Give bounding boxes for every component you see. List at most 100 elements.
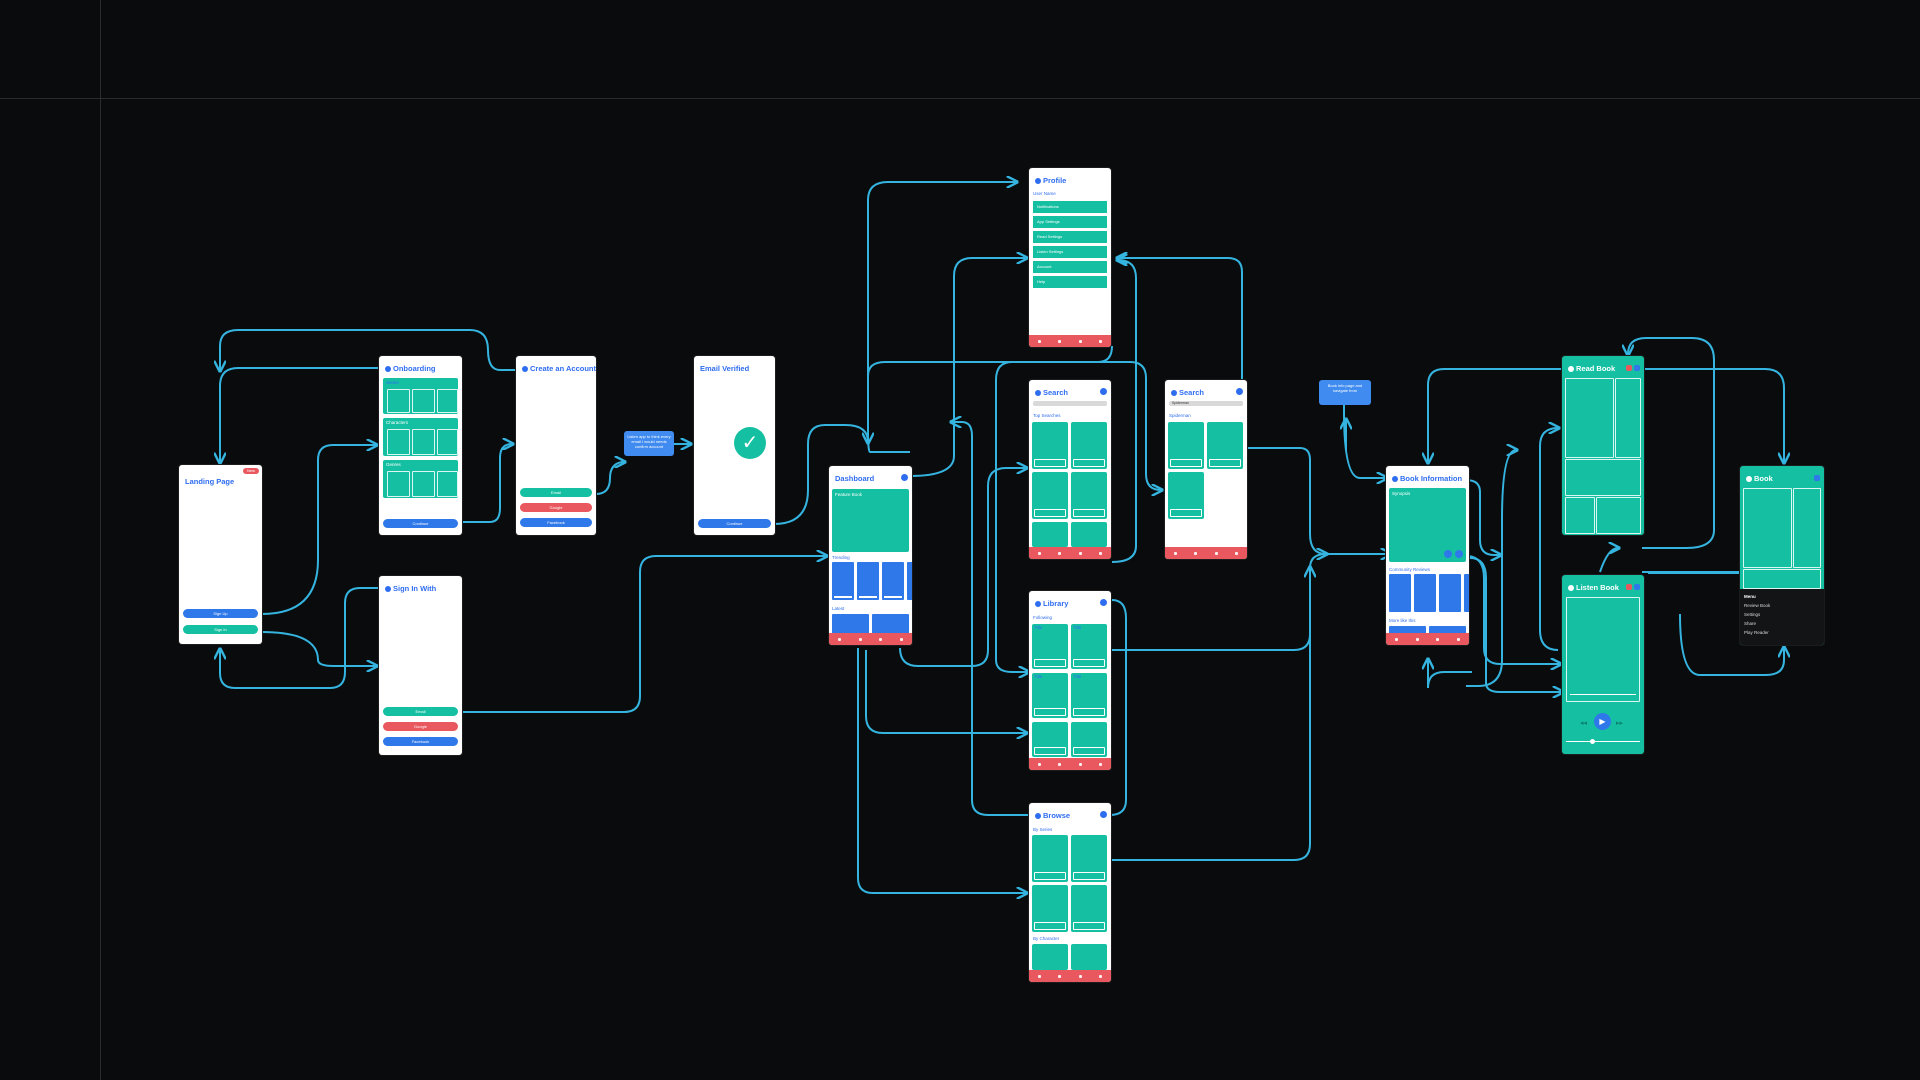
home-icon[interactable] xyxy=(1173,551,1177,555)
book-card[interactable] xyxy=(1032,522,1068,547)
profile-menu-item[interactable]: Notifications xyxy=(1033,201,1107,213)
progress-track[interactable] xyxy=(1566,741,1640,742)
screen-listen-book[interactable]: Listen Book ◂◂ ▶ ▸▸ xyxy=(1562,575,1644,754)
home-icon[interactable] xyxy=(1037,762,1041,766)
library-icon[interactable] xyxy=(1078,762,1082,766)
home-icon[interactable] xyxy=(1037,974,1041,978)
screen-create-account[interactable]: Create an Account Email Google Facebook xyxy=(516,356,596,535)
home-icon[interactable] xyxy=(837,637,841,641)
library-icon[interactable] xyxy=(879,637,883,641)
profile-menu-item[interactable]: Listen Settings xyxy=(1033,246,1107,258)
sign-up-button[interactable]: Sign Up xyxy=(183,609,258,618)
search-icon[interactable] xyxy=(1235,551,1239,555)
back-icon[interactable] xyxy=(1035,177,1041,184)
home-icon[interactable] xyxy=(1037,551,1041,555)
avatar-icon[interactable] xyxy=(1100,811,1107,818)
book-card[interactable]: Title xyxy=(1071,673,1107,718)
book-thumbnail[interactable] xyxy=(857,562,879,600)
browse-icon[interactable] xyxy=(1058,339,1062,343)
profile-menu-item[interactable]: Help xyxy=(1033,276,1107,288)
google-button[interactable]: Google xyxy=(520,503,592,512)
menu-icon[interactable] xyxy=(1814,475,1820,481)
feature-book-card[interactable]: Feature Book xyxy=(832,489,909,552)
book-card[interactable] xyxy=(1032,472,1068,519)
back-icon[interactable] xyxy=(1568,584,1574,591)
play-icon[interactable]: ▶ xyxy=(1594,713,1611,730)
search-icon[interactable] xyxy=(1099,762,1103,766)
library-icon[interactable] xyxy=(1078,974,1082,978)
browse-icon[interactable] xyxy=(1058,551,1062,555)
profile-menu-item[interactable]: App Settings xyxy=(1033,216,1107,228)
menu-item[interactable]: Settings xyxy=(1744,612,1761,617)
screen-sign-in-with[interactable]: Sign In With Email Google Facebook xyxy=(379,576,462,755)
avatar-icon[interactable] xyxy=(901,474,908,481)
forward-icon[interactable]: ▸▸ xyxy=(1616,720,1624,727)
screen-search-results[interactable]: Search Spiderman Spiderman xyxy=(1165,380,1247,559)
bottom-nav[interactable] xyxy=(829,633,912,645)
bookmark-icon[interactable] xyxy=(1626,365,1632,371)
category-card[interactable]: Genres xyxy=(383,460,458,498)
book-card[interactable] xyxy=(1071,422,1107,469)
back-icon[interactable] xyxy=(1035,812,1041,819)
screen-library[interactable]: Library Following Title Title Title Titl… xyxy=(1029,591,1111,770)
play-icon[interactable] xyxy=(1455,550,1463,558)
review-card[interactable] xyxy=(1439,574,1461,612)
book-card[interactable] xyxy=(1071,722,1107,757)
book-card[interactable]: Title xyxy=(1032,673,1068,718)
category-card[interactable]: Characters xyxy=(383,418,458,456)
continue-button[interactable]: Continue xyxy=(383,519,458,528)
book-card[interactable]: Title xyxy=(1071,624,1107,669)
book-card[interactable] xyxy=(1071,885,1107,932)
screen-book-information[interactable]: Book Information Synopsis Community Revi… xyxy=(1386,466,1469,645)
back-icon[interactable] xyxy=(1392,475,1398,482)
search-icon[interactable] xyxy=(1099,339,1103,343)
bookmark-icon[interactable] xyxy=(1626,584,1632,590)
review-card[interactable] xyxy=(1464,574,1469,612)
email-button[interactable]: Email xyxy=(383,707,458,716)
library-icon[interactable] xyxy=(1436,637,1440,641)
menu-icon[interactable] xyxy=(1634,365,1640,371)
google-button[interactable]: Google xyxy=(383,722,458,731)
search-icon[interactable] xyxy=(1457,637,1461,641)
review-card[interactable] xyxy=(1389,574,1411,612)
email-button[interactable]: Email xyxy=(520,488,592,497)
library-icon[interactable] xyxy=(1078,551,1082,555)
search-icon[interactable] xyxy=(1099,551,1103,555)
menu-item[interactable]: Share xyxy=(1744,621,1757,626)
screen-landing-page[interactable]: Landing Page New Sign Up Sign In xyxy=(179,465,262,644)
book-card[interactable] xyxy=(1071,472,1107,519)
avatar-icon[interactable] xyxy=(1100,388,1107,395)
book-card[interactable] xyxy=(1032,835,1068,882)
back-icon[interactable] xyxy=(1568,365,1574,372)
avatar-icon[interactable] xyxy=(1100,599,1107,606)
search-icon[interactable] xyxy=(900,637,904,641)
continue-button[interactable]: Continue xyxy=(698,519,771,528)
side-menu[interactable]: Menu Review Book Settings Share Play Rea… xyxy=(1740,589,1824,645)
review-card[interactable] xyxy=(1414,574,1436,612)
screen-dashboard[interactable]: Dashboard Feature Book Trending Latest xyxy=(829,466,912,645)
bottom-nav[interactable] xyxy=(1029,547,1111,559)
book-thumbnail[interactable] xyxy=(882,562,904,600)
facebook-button[interactable]: Facebook xyxy=(520,518,592,527)
search-icon[interactable] xyxy=(1099,974,1103,978)
avatar-icon[interactable] xyxy=(1236,388,1243,395)
book-card[interactable] xyxy=(1032,885,1068,932)
back-icon[interactable] xyxy=(1746,475,1752,482)
category-card[interactable]: Series xyxy=(383,378,458,414)
back-icon[interactable] xyxy=(522,365,528,372)
book-card[interactable] xyxy=(1071,835,1107,882)
screen-profile[interactable]: Profile User Name Notifications App Sett… xyxy=(1029,168,1111,347)
back-icon[interactable] xyxy=(385,365,391,372)
book-thumbnail[interactable] xyxy=(832,562,854,600)
browse-icon[interactable] xyxy=(1058,974,1062,978)
library-icon[interactable] xyxy=(1214,551,1218,555)
bottom-nav[interactable] xyxy=(1386,633,1469,645)
profile-menu-item[interactable]: Read Settings xyxy=(1033,231,1107,243)
browse-icon[interactable] xyxy=(1194,551,1198,555)
browse-icon[interactable] xyxy=(858,637,862,641)
screen-email-verified[interactable]: Email Verified ✓ Continue xyxy=(694,356,775,535)
progress-thumb[interactable] xyxy=(1590,739,1595,744)
bottom-nav[interactable] xyxy=(1029,970,1111,982)
book-card[interactable] xyxy=(1032,422,1068,469)
book-thumbnail[interactable] xyxy=(1389,626,1426,636)
